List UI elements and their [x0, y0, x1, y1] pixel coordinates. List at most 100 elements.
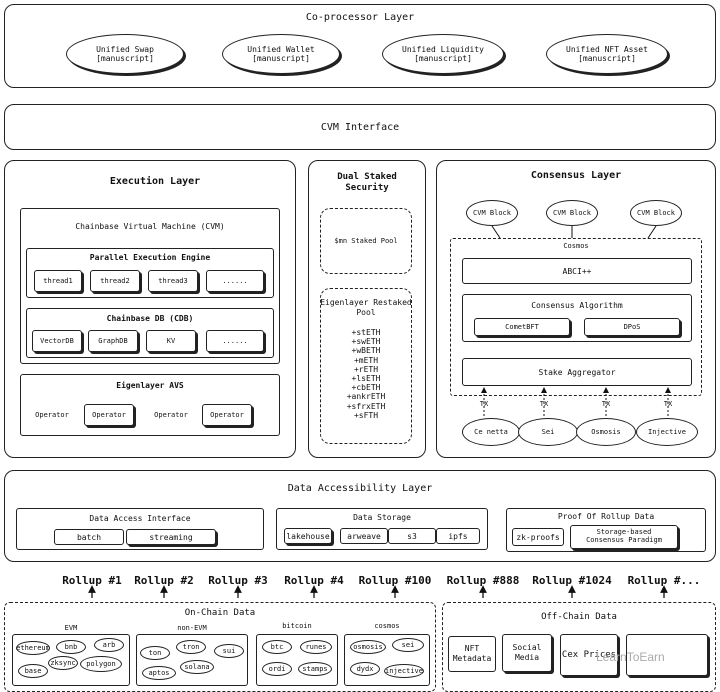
- stake-aggregator: Stake Aggregator: [462, 358, 692, 386]
- watermark: LearnToEarn: [596, 650, 665, 664]
- dai-title: Data Access Interface: [89, 514, 191, 523]
- chain-celestia: Ce netta: [462, 418, 520, 446]
- cex-prices-box: Cex Prices: [560, 634, 618, 676]
- bitcoin-title: bitcoin: [282, 622, 312, 630]
- batch-box: batch: [54, 529, 124, 545]
- avs-title: Eigenlayer AVS: [116, 381, 184, 390]
- operator-1: Operator: [35, 411, 69, 419]
- cometbft-box: CometBFT: [474, 318, 570, 336]
- non-evm-title: non-EVM: [177, 624, 207, 632]
- cdb-more-box: ......: [206, 330, 264, 352]
- cvm-title: Chainbase Virtual Machine (CVM): [75, 222, 225, 231]
- unified-nft-asset-node: Unified NFT Asset [manuscript]: [546, 34, 668, 74]
- tx-label-2: TX: [539, 400, 549, 408]
- rollup-888: Rollup #888: [446, 574, 520, 587]
- chain-runes: runes: [300, 640, 332, 654]
- asset-steth: +stETH: [351, 328, 381, 337]
- asset-sfth: +sFTH: [353, 410, 379, 420]
- chain-base: base: [18, 664, 48, 678]
- chain-polygon: polygon: [80, 656, 122, 672]
- chain-injective-onchain: injective: [384, 664, 424, 678]
- staked-pool: $mn Staked Pool: [320, 208, 412, 274]
- onchain-title: On-Chain Data: [184, 608, 256, 618]
- cvm-block-1: CVM Block: [466, 200, 518, 226]
- rollup-1024: Rollup #1024: [532, 574, 612, 587]
- asset-wbeth: +wBETH: [351, 346, 381, 356]
- chain-zksync: zksync: [48, 656, 78, 670]
- tx-label-4: TX: [663, 400, 673, 408]
- cdb-title: Chainbase DB (CDB): [106, 314, 194, 323]
- offchain-empty-box: [626, 634, 708, 676]
- thread-more-box: ......: [206, 270, 264, 292]
- por-title: Proof Of Rollup Data: [557, 512, 655, 521]
- asset-reth: +rETH: [353, 364, 379, 374]
- arweave-box: arweave: [340, 528, 388, 544]
- unified-wallet-node: Unified Wallet [manuscript]: [222, 34, 340, 74]
- tx-label-1: TX: [479, 400, 489, 408]
- chain-ethereum: ethereum: [16, 641, 50, 655]
- chain-sei: Sei: [518, 418, 578, 446]
- unified-swap-node: Unified Swap [manuscript]: [66, 34, 184, 74]
- rollup-1: Rollup #1: [62, 574, 122, 587]
- dal-title: Data Accessibility Layer: [287, 483, 433, 494]
- algo-title: Consensus Algorithm: [531, 301, 623, 310]
- rollup-more: Rollup #...: [627, 574, 701, 587]
- chain-ordi: ordi: [262, 662, 292, 676]
- nft-metadata-box: NFT Metadata: [448, 636, 496, 672]
- asset-ankreth: +ankrETH: [346, 392, 386, 402]
- operator-2: Operator: [84, 404, 134, 426]
- chain-solana: solana: [180, 660, 214, 674]
- lakehouse-box: lakehouse: [284, 528, 332, 544]
- storage-consensus-box: Storage-based Consensus Paradigm: [570, 525, 678, 549]
- coprocessor-title: Co-processor Layer: [305, 12, 415, 23]
- cvm-block-2: CVM Block: [546, 200, 598, 226]
- operator-3: Operator: [154, 411, 188, 419]
- restaked-title: Eigenlayer Restaked Pool: [320, 298, 412, 317]
- restaked-asset-list: +stETH +swETH +wBETH +mETH +rETH +lsETH …: [320, 328, 412, 420]
- asset-cbeth: +cbETH: [351, 383, 381, 393]
- asset-meth: +mETH: [353, 355, 379, 365]
- zk-proofs-box: zk-proofs: [512, 528, 564, 546]
- offchain-title: Off-Chain Data: [541, 612, 617, 622]
- pee-title: Parallel Execution Engine: [89, 253, 211, 262]
- chain-dydx: dydx: [350, 662, 380, 676]
- s3-box: s3: [388, 528, 436, 544]
- operator-4: Operator: [202, 404, 252, 426]
- graphdb-box: GraphDB: [88, 330, 138, 352]
- cvm-block-3: CVM Block: [630, 200, 682, 226]
- ipfs-box: ipfs: [436, 528, 480, 544]
- cosmos-title: Cosmos: [563, 242, 589, 250]
- thread2-box: thread2: [90, 270, 140, 292]
- execution-title: Execution Layer: [109, 176, 201, 187]
- chain-btc: btc: [262, 640, 292, 654]
- chain-aptos: aptos: [142, 666, 176, 680]
- chain-osmosis: Osmosis: [576, 418, 636, 446]
- unified-liquidity-node: Unified Liquidity [manuscript]: [382, 34, 504, 74]
- cvm-interface: CVM Interface: [4, 104, 716, 150]
- eigenlayer-restaked-pool: [320, 288, 412, 444]
- thread1-box: thread1: [34, 270, 82, 292]
- chain-sei-onchain: sei: [392, 638, 424, 652]
- consensus-title: Consensus Layer: [530, 170, 622, 181]
- asset-sweth: +swETH: [351, 337, 381, 347]
- chain-osmosis-onchain: osmosis: [350, 640, 386, 654]
- chain-ton: ton: [140, 646, 170, 660]
- asset-sfrxeth: +sfrxETH: [346, 401, 386, 411]
- tx-label-3: TX: [601, 400, 611, 408]
- chain-bnb: bnb: [56, 640, 86, 654]
- dual-title: Dual Staked Security: [337, 172, 397, 193]
- abci-box: ABCI++: [462, 258, 692, 284]
- rollup-3: Rollup #3: [208, 574, 268, 587]
- streaming-box: streaming: [126, 529, 216, 545]
- chain-sui: sui: [214, 644, 244, 658]
- kv-box: KV: [146, 330, 196, 352]
- cosmos-group-title: cosmos: [374, 622, 400, 630]
- chain-stamps: stamps: [298, 662, 332, 676]
- rollup-arrows: [88, 585, 668, 598]
- ds-title: Data Storage: [353, 513, 411, 522]
- chain-tron: tron: [176, 640, 206, 654]
- evm-title: EVM: [64, 624, 78, 632]
- social-media-box: Social Media: [502, 634, 552, 672]
- rollup-4: Rollup #4: [284, 574, 344, 587]
- rollup-2: Rollup #2: [134, 574, 194, 587]
